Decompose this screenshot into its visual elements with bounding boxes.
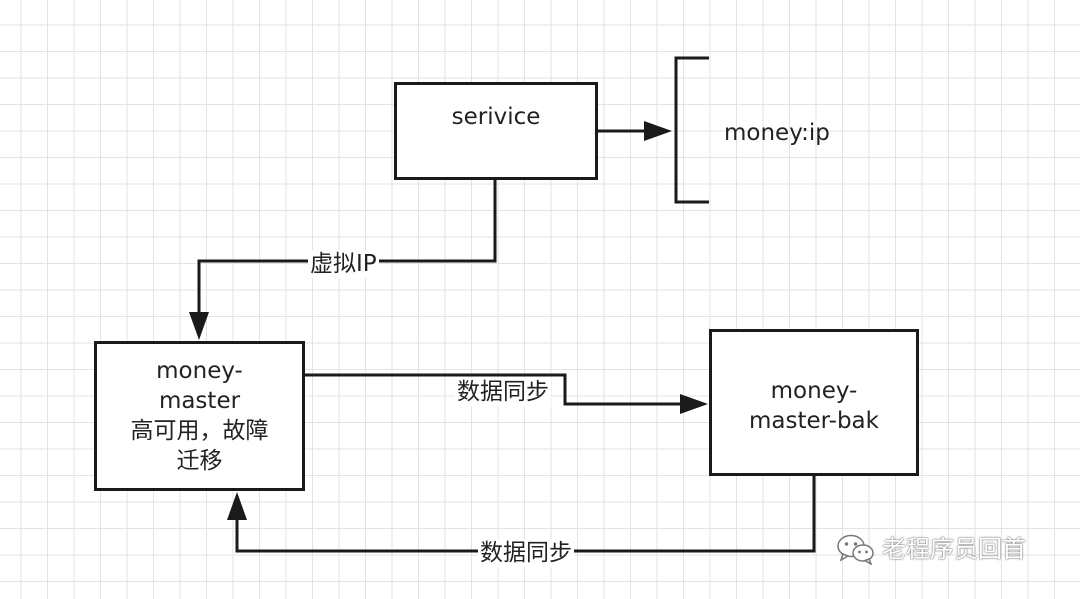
money-master-line: master	[158, 388, 241, 414]
money-master-node[interactable]: money- master 高可用，故障 迁移	[94, 341, 305, 491]
money-ip-bracket	[674, 56, 709, 204]
money-ip-label: money:ip	[724, 120, 830, 146]
money-master-line: 高可用，故障	[130, 418, 269, 444]
sync-to-bak-label: 数据同步	[455, 378, 551, 406]
wechat-icon	[837, 534, 874, 565]
money-master-bak-line: master-bak	[749, 408, 879, 434]
edge-service-to-ip	[598, 121, 672, 141]
money-master-bak-node[interactable]: money- master-bak	[709, 329, 919, 476]
service-node-label: serivice	[451, 104, 541, 130]
watermark-text: 老程序员回首	[882, 535, 1026, 563]
money-master-line: money-	[156, 358, 243, 384]
sync-to-master-label: 数据同步	[478, 539, 574, 567]
money-master-line: 迁移	[176, 448, 223, 474]
money-master-bak-line: money-	[770, 378, 858, 404]
edge-sync-to-bak	[305, 373, 708, 414]
watermark: 老程序员回首	[836, 533, 1026, 565]
service-node[interactable]: serivice	[394, 82, 598, 180]
virtual-ip-label: 虚拟IP	[308, 250, 379, 278]
